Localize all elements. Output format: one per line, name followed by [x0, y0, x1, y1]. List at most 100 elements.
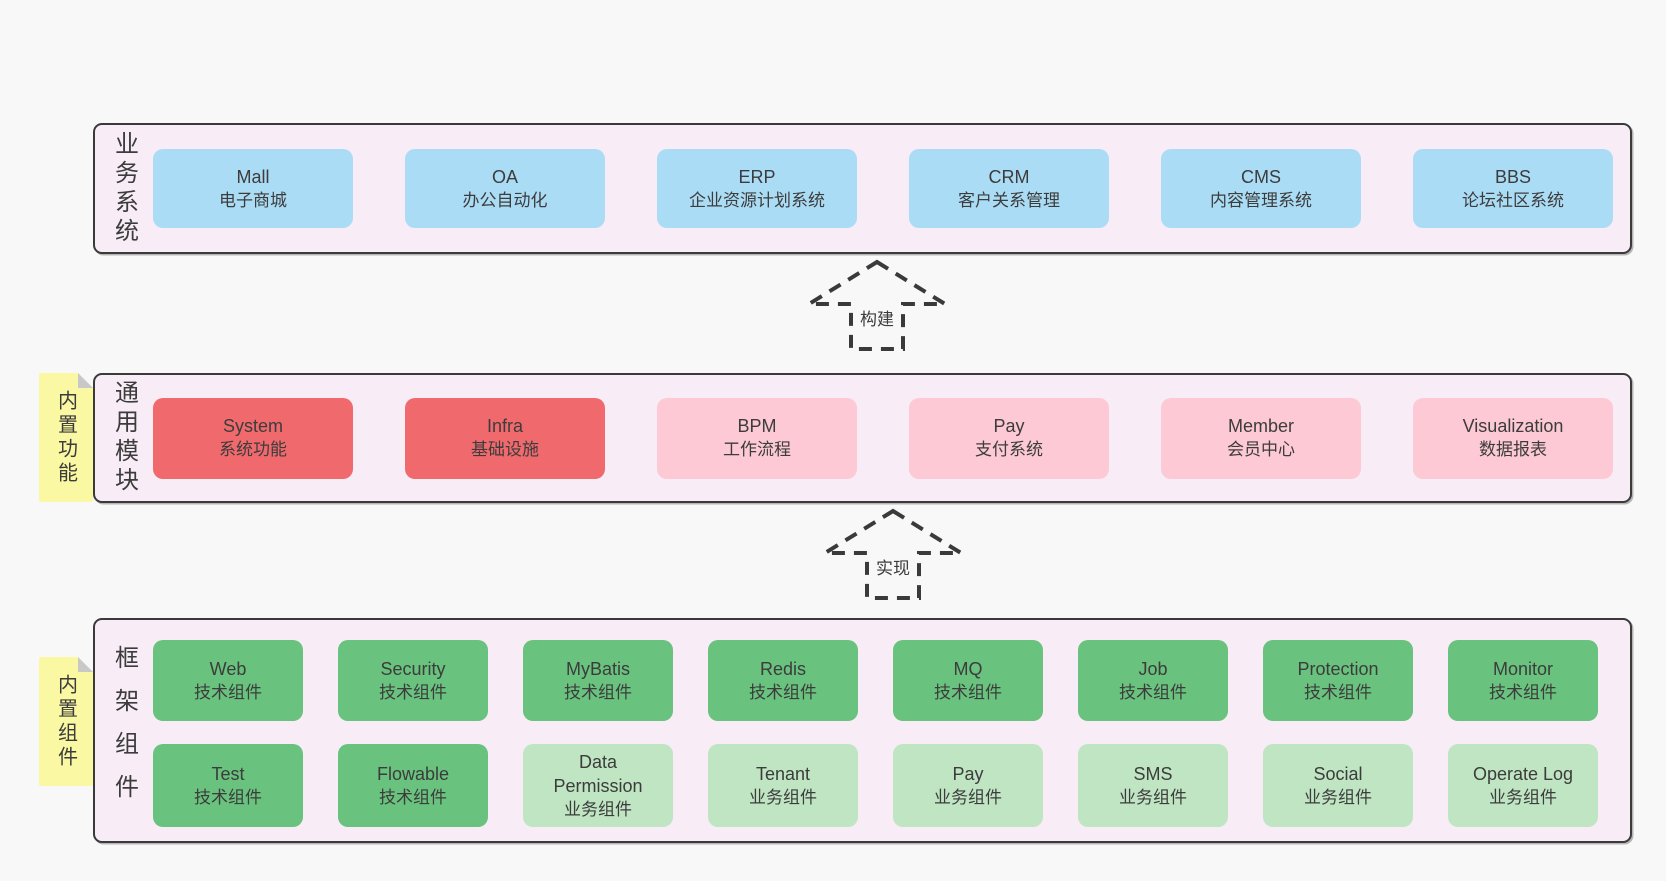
node-member: Member 会员中心 — [1161, 397, 1361, 479]
node-title: BBS — [1494, 166, 1532, 187]
node-subtitle: 支付系统 — [975, 440, 1043, 459]
node-subtitle: 会员中心 — [1227, 440, 1295, 459]
node-protection: Protection 技术组件 — [1263, 640, 1413, 721]
node-title: Redis — [759, 658, 807, 679]
node-subtitle: 企业资源计划系统 — [689, 190, 825, 210]
node-subtitle: 内容管理系统 — [1210, 190, 1312, 210]
node-subtitle: 业务组件 — [1119, 787, 1187, 807]
node-subtitle: 办公自动化 — [462, 190, 548, 210]
node-title: Operate Log — [1472, 763, 1574, 784]
node-title: System — [222, 416, 283, 436]
node-job: Job 技术组件 — [1078, 640, 1228, 721]
node-subtitle: 系统功能 — [219, 440, 287, 459]
node-subtitle: 技术组件 — [194, 787, 262, 807]
node-title: Visualization — [1462, 416, 1564, 436]
node-web: Web 技术组件 — [153, 640, 303, 721]
node-redis: Redis 技术组件 — [708, 640, 858, 721]
node-subtitle: 技术组件 — [379, 682, 447, 702]
node-title: Flowable — [376, 763, 450, 784]
node-title: BPM — [737, 416, 777, 436]
node-title: Pay — [993, 416, 1025, 436]
note-fold-icon — [78, 657, 93, 672]
node-subtitle: 论坛社区系统 — [1462, 190, 1564, 210]
node-security: Security 技术组件 — [338, 640, 488, 721]
layer-label-common-modules: 通用模块 — [110, 380, 138, 496]
node-title: Security — [380, 658, 446, 679]
node-title: MyBatis — [565, 658, 630, 679]
node-data-permission: Data Permission 业务组件 — [523, 744, 673, 827]
node-title: CMS — [1241, 166, 1281, 187]
node-subtitle: 工作流程 — [723, 440, 791, 459]
node-subtitle: 技术组件 — [1119, 682, 1187, 702]
node-title: Protection — [1297, 658, 1379, 679]
node-bpm: BPM 工作流程 — [657, 397, 857, 479]
node-title: OA — [491, 166, 518, 187]
node-subtitle: 电子商城 — [219, 190, 287, 210]
node-subtitle: 基础设施 — [471, 440, 539, 459]
note-fold-icon — [78, 373, 93, 388]
layer-label-business-systems: 业务系统 — [110, 130, 138, 247]
arrow-build: 构建 — [780, 256, 974, 354]
node-subtitle: 技术组件 — [379, 787, 447, 807]
node-visualization: Visualization 数据报表 — [1413, 397, 1613, 479]
node-cms: CMS 内容管理系统 — [1161, 149, 1361, 228]
node-mybatis: MyBatis 技术组件 — [523, 640, 673, 721]
node-pay: Pay 业务组件 — [893, 744, 1043, 827]
node-subtitle: 技术组件 — [194, 682, 262, 702]
arrow-implement-label: 实现 — [874, 559, 912, 578]
up-block-arrow-icon — [817, 508, 969, 600]
node-subtitle: 数据报表 — [1479, 440, 1547, 459]
node-system: System 系统功能 — [153, 397, 353, 479]
arrow-implement: 实现 — [796, 505, 990, 603]
node-mall: Mall 电子商城 — [153, 149, 353, 228]
node-operate-log: Operate Log 业务组件 — [1448, 744, 1598, 827]
node-subtitle: 业务组件 — [934, 787, 1002, 807]
node-title: MQ — [953, 658, 983, 679]
node-sms: SMS 业务组件 — [1078, 744, 1228, 827]
node-title: Social — [1313, 763, 1363, 784]
node-subtitle: 技术组件 — [564, 682, 632, 702]
node-subtitle: 技术组件 — [1489, 682, 1557, 702]
node-subtitle: 技术组件 — [749, 682, 817, 702]
up-block-arrow-icon — [801, 259, 953, 351]
node-subtitle: 技术组件 — [1304, 682, 1372, 702]
node-subtitle: 业务组件 — [1489, 787, 1557, 807]
node-title: ERP — [738, 166, 776, 187]
node-title: Monitor — [1492, 658, 1554, 679]
node-title: Job — [1138, 658, 1168, 679]
node-pay: Pay 支付系统 — [909, 397, 1109, 479]
node-title: Data Permission — [553, 751, 643, 796]
node-subtitle: 业务组件 — [749, 787, 817, 807]
node-title: Test — [211, 763, 245, 784]
node-title: SMS — [1133, 763, 1173, 784]
node-title: Pay — [952, 763, 984, 784]
node-test: Test 技术组件 — [153, 744, 303, 827]
node-flowable: Flowable 技术组件 — [338, 744, 488, 827]
node-title: Member — [1227, 416, 1294, 436]
node-erp: ERP 企业资源计划系统 — [657, 149, 857, 228]
node-bbs: BBS 论坛社区系统 — [1413, 149, 1613, 228]
sticky-note-built-in-features: 内置功能 — [39, 373, 93, 502]
node-title: CRM — [988, 166, 1030, 187]
node-monitor: Monitor 技术组件 — [1448, 640, 1598, 721]
node-title: Web — [209, 658, 247, 679]
layer-label-framework-components: 框架组件 — [110, 644, 138, 817]
node-subtitle: 业务组件 — [564, 799, 632, 819]
node-tenant: Tenant 业务组件 — [708, 744, 858, 827]
sticky-note-label: 内置功能 — [54, 389, 77, 486]
node-title: Mall — [236, 166, 270, 187]
node-title: Tenant — [755, 763, 811, 784]
sticky-note-built-in-components: 内置组件 — [39, 657, 93, 786]
sticky-note-label: 内置组件 — [54, 673, 77, 770]
